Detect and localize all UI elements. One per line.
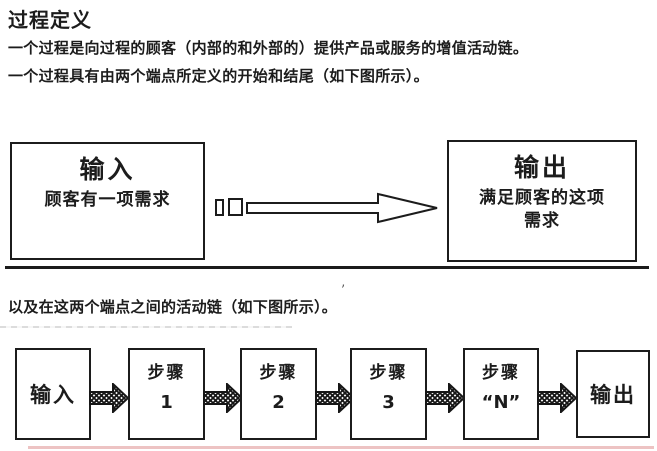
section-divider-line — [5, 266, 649, 269]
hatched-right-arrow-icon — [425, 383, 465, 413]
chain-step-box-3: 步骤 3 — [350, 348, 427, 440]
step-number: “N” — [481, 392, 521, 413]
chain-step-box-1: 步骤 1 — [128, 348, 205, 440]
scan-artifact-line — [0, 326, 292, 328]
output-box-title: 输出 — [513, 153, 570, 182]
small-square-shape — [228, 198, 243, 216]
intro-paragraph-2: 一个过程具有由两个端点所定义的开始和结尾（如下图所示）。 — [8, 67, 429, 85]
step-label: 步骤 — [147, 363, 186, 383]
page-title: 过程定义 — [8, 8, 92, 32]
input-box-title: 输入 — [79, 155, 136, 184]
stray-mark: ’ — [341, 283, 346, 298]
middle-paragraph: 以及在这两个端点之间的活动链（如下图所示）。 — [8, 298, 338, 316]
hatched-right-arrow-icon — [203, 383, 243, 413]
step-label: 步骤 — [259, 363, 298, 383]
bottom-pink-line — [28, 446, 654, 449]
input-box-subtitle: 顾客有一项需求 — [44, 190, 171, 210]
chain-input-box: 输入 — [15, 348, 91, 440]
small-rectangle-shape — [215, 199, 224, 216]
input-box: 输入 顾客有一项需求 — [10, 142, 205, 260]
right-block-arrow-icon — [246, 192, 438, 224]
output-box-subtitle-line2: 需求 — [524, 211, 560, 231]
hatched-right-arrow-icon — [89, 383, 129, 413]
output-box: 输出 满足顾客的这项 需求 — [447, 140, 637, 262]
step-number: 3 — [382, 392, 395, 413]
step-number: 1 — [160, 392, 173, 413]
chain-step-box-n: 步骤 “N” — [463, 348, 539, 440]
chain-output-box: 输出 — [576, 350, 650, 438]
intro-paragraph-1: 一个过程是向过程的顾客（内部的和外部的）提供产品或服务的增值活动链。 — [8, 39, 529, 57]
step-label: 步骤 — [369, 363, 408, 383]
chain-step-box-2: 步骤 2 — [240, 348, 317, 440]
hatched-right-arrow-icon — [537, 383, 577, 413]
step-label: 步骤 — [482, 363, 520, 383]
hatched-right-arrow-icon — [315, 383, 355, 413]
output-box-subtitle-line1: 满足顾客的这项 — [479, 188, 605, 208]
step-number: 2 — [272, 392, 285, 413]
